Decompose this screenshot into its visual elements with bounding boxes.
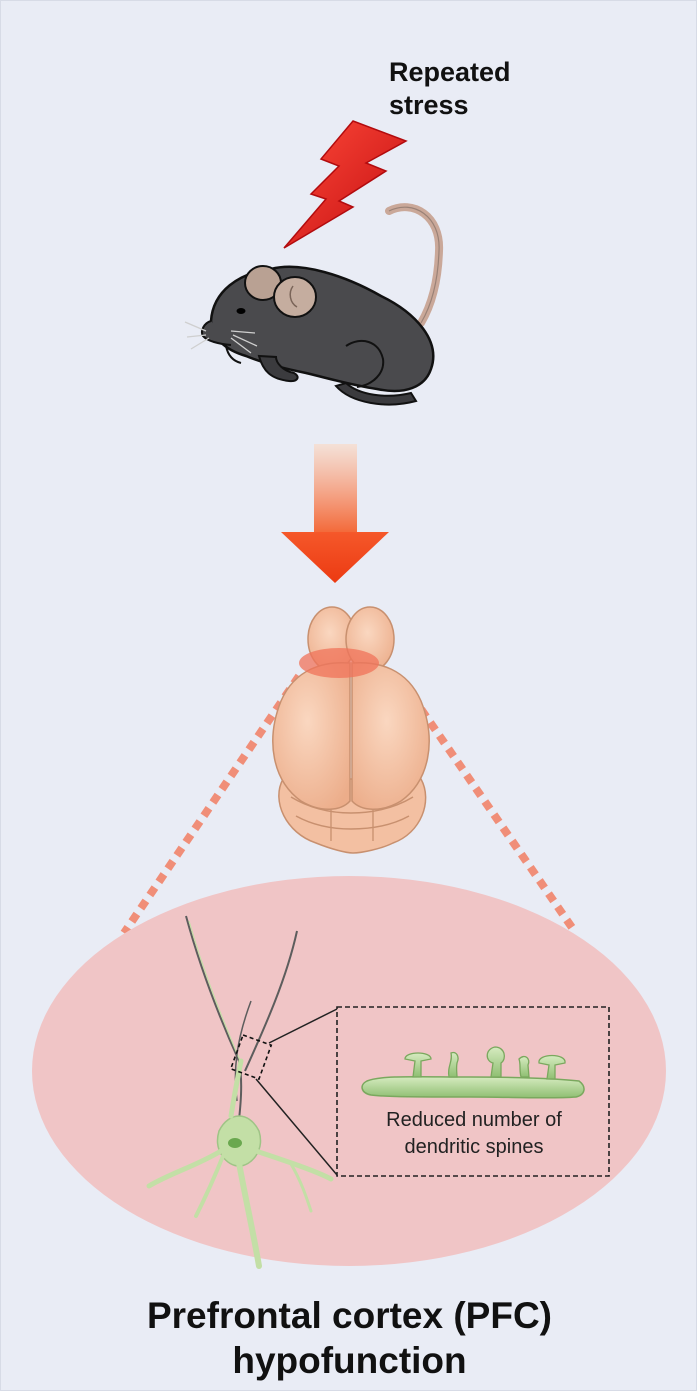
pfc-zoom-ellipse bbox=[32, 876, 666, 1266]
inset-caption-line2: dendritic spines bbox=[340, 1134, 608, 1161]
down-arrow bbox=[281, 444, 389, 583]
inset-caption-line1: Reduced number of bbox=[340, 1107, 608, 1134]
stress-label-line1: Repeated bbox=[389, 56, 579, 89]
pfc-highlight bbox=[299, 648, 379, 678]
figure-title: Prefrontal cortex (PFC) hypofunction bbox=[1, 1293, 697, 1383]
figure-title-line2: hypofunction bbox=[1, 1338, 697, 1383]
stress-label-line2: stress bbox=[389, 89, 579, 122]
mouse-icon bbox=[185, 207, 439, 404]
lightning-icon bbox=[284, 121, 406, 248]
figure-title-line1: Prefrontal cortex (PFC) bbox=[1, 1293, 697, 1338]
stress-label: Repeated stress bbox=[389, 56, 579, 122]
inset-caption: Reduced number of dendritic spines bbox=[340, 1107, 608, 1161]
brain-icon bbox=[273, 607, 429, 853]
